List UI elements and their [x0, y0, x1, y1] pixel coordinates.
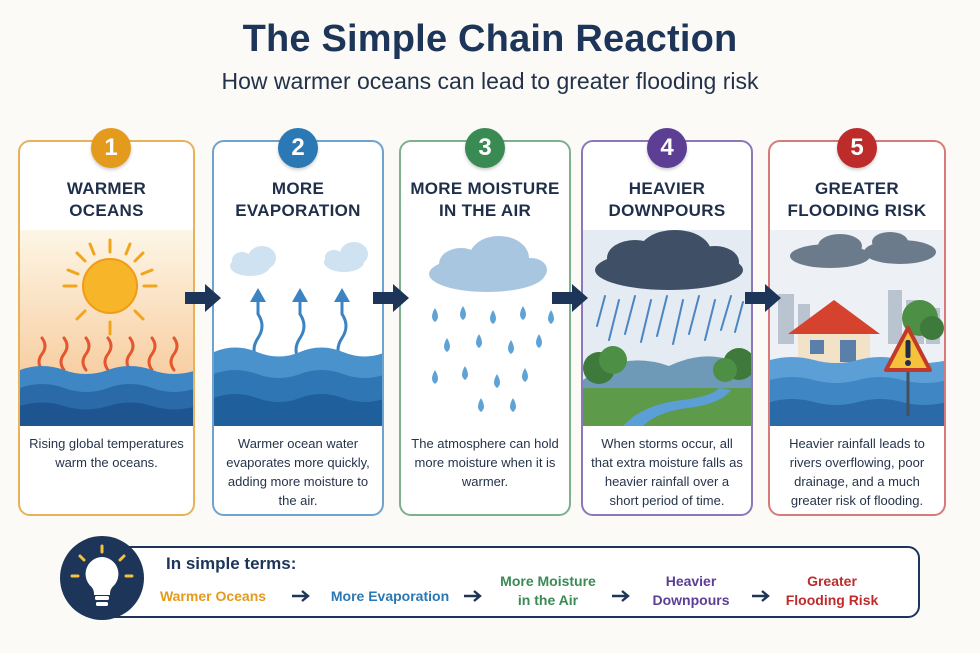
- summary-step-warmer-oceans: Warmer Oceans: [159, 588, 267, 604]
- flow-arrow-icon: [373, 284, 409, 312]
- page-subtitle: How warmer oceans can lead to greater fl…: [221, 68, 759, 94]
- step-card-more-evaporation: MORE EVAPORATION Warmer ocean water evap…: [212, 140, 384, 516]
- summary-step-more-moisture: More Moisture in the Air: [500, 573, 596, 608]
- step-card-greater-flooding-risk: GREATER FLOODING RISK Heavier rainfall l…: [768, 140, 946, 516]
- flow-arrow-icon: [552, 284, 588, 312]
- step-title: MORE EVAPORATION: [235, 179, 361, 220]
- page-title: The Simple Chain Reaction: [242, 18, 738, 60]
- summary-arrow-icon: [752, 590, 770, 602]
- sun-over-warm-ocean-icon: [20, 230, 193, 426]
- step-description: Heavier rainfall leads to rivers overflo…: [789, 436, 925, 508]
- flooded-house-warning-icon: [770, 230, 944, 426]
- step-title: HEAVIER DOWNPOURS: [608, 179, 726, 220]
- step-description: The atmosphere can hold more moisture wh…: [411, 436, 559, 489]
- storm-cloud-rain-icon: [583, 230, 751, 426]
- step-number-badge: 4: [647, 128, 687, 168]
- step-number-badge: 3: [465, 128, 505, 168]
- evaporation-icon: [214, 242, 382, 426]
- summary-arrow-icon: [464, 590, 482, 602]
- step-description: Rising global temperatures warm the ocea…: [29, 436, 184, 470]
- step-description: When storms occur, all that extra moistu…: [591, 436, 743, 508]
- summary-arrow-icon: [612, 590, 630, 602]
- lightbulb-badge: [60, 536, 144, 620]
- step-title: MORE MOISTURE IN THE AIR: [410, 179, 560, 220]
- step-card-warmer-oceans: WARMER OCEANS Ri: [18, 140, 195, 516]
- flow-arrow-icon: [745, 284, 781, 312]
- step-number-badge: 1: [91, 128, 131, 168]
- step-title: GREATER FLOODING RISK: [787, 179, 927, 220]
- step-description: Warmer ocean water evaporates more quick…: [226, 436, 370, 508]
- summary-step-greater-flooding-risk: Greater Flooding Risk: [785, 573, 879, 608]
- step-card-more-moisture: MORE MOISTURE IN THE AIR The atmosphere …: [399, 140, 571, 516]
- summary-arrow-icon: [292, 590, 310, 602]
- step-title: WARMER OCEANS: [66, 179, 147, 220]
- summary-step-more-evaporation: More Evaporation: [330, 588, 450, 604]
- summary-title: In simple terms:: [166, 554, 297, 573]
- flow-arrow-icon: [185, 284, 221, 312]
- step-number-badge: 2: [278, 128, 318, 168]
- raindrops-cloud-icon: [429, 236, 554, 412]
- lightbulb-icon: [70, 544, 134, 606]
- step-number-badge: 5: [837, 128, 877, 168]
- step-card-heavier-downpours: HEAVIER DOWNPOURS When storms occur, all…: [581, 140, 753, 516]
- summary-panel: In simple terms: Warmer Oceans More Evap…: [100, 546, 920, 618]
- summary-step-heavier-downpours: Heavier Downpours: [652, 573, 730, 608]
